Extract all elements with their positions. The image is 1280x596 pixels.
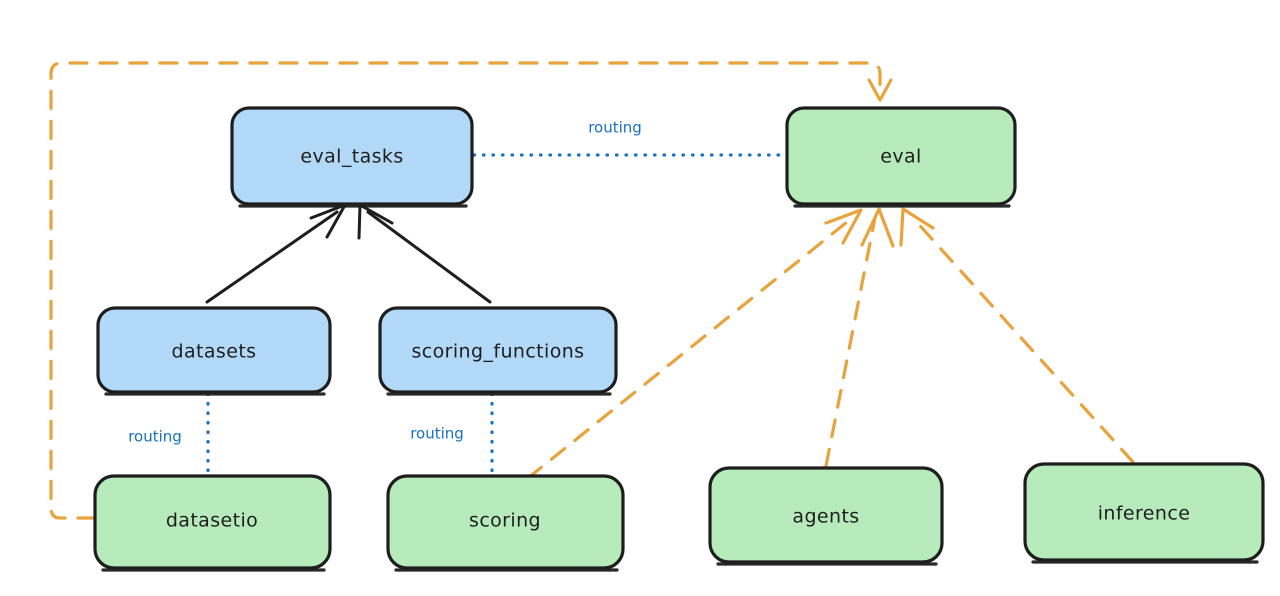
node-eval_tasks-shape[interactable] xyxy=(230,106,474,206)
node-scoring[interactable]: scoring xyxy=(386,474,625,572)
edge-label-routing-scoring: routing xyxy=(410,425,464,443)
edge-datasets-eval_tasks xyxy=(205,203,347,304)
edge-datasetio-eval xyxy=(49,61,893,520)
node-datasets[interactable]: datasets xyxy=(96,306,332,396)
edge-agents-eval xyxy=(824,207,895,468)
edge-eval_tasks-eval: routing xyxy=(472,119,787,157)
node-datasets-label: datasets xyxy=(172,341,257,363)
node-datasets-shape[interactable] xyxy=(96,306,332,394)
node-inference[interactable]: inference xyxy=(1023,462,1265,564)
node-scoring_functions-shape[interactable] xyxy=(378,306,618,394)
edge-label-routing-datasetio: routing xyxy=(128,428,182,446)
edge-scoringfn-scoring: routing xyxy=(410,392,494,478)
node-inference-label: inference xyxy=(1098,503,1191,525)
node-agents[interactable]: agents xyxy=(708,466,944,566)
edge-datasets-datasetio: routing xyxy=(128,392,210,478)
node-eval-label: eval xyxy=(880,146,921,168)
node-scoring-shape[interactable] xyxy=(386,474,625,570)
node-scoring_functions-label: scoring_functions xyxy=(412,341,585,363)
node-agents-label: agents xyxy=(792,506,859,528)
node-eval_tasks-label: eval_tasks xyxy=(300,146,403,168)
edge-inference-eval xyxy=(899,207,1135,464)
node-datasetio-label: datasetio xyxy=(166,510,258,532)
node-datasetio[interactable]: datasetio xyxy=(93,474,332,572)
edge-label-routing-eval: routing xyxy=(588,119,642,137)
node-layer: eval_tasks eval datasets scoring_functio… xyxy=(93,106,1265,572)
node-inference-shape[interactable] xyxy=(1023,462,1265,562)
node-eval-shape[interactable] xyxy=(785,106,1017,206)
node-eval_tasks[interactable]: eval_tasks xyxy=(230,106,474,208)
node-scoring_functions[interactable]: scoring_functions xyxy=(378,306,618,396)
edge-scoring-eval xyxy=(526,208,863,480)
node-datasetio-shape[interactable] xyxy=(93,474,332,570)
edge-layer: routing routing routing xyxy=(49,61,1135,520)
node-scoring-label: scoring xyxy=(469,510,541,532)
node-agents-shape[interactable] xyxy=(708,466,944,564)
node-eval[interactable]: eval xyxy=(785,106,1017,208)
edge-scoringfn-eval_tasks xyxy=(357,203,492,304)
